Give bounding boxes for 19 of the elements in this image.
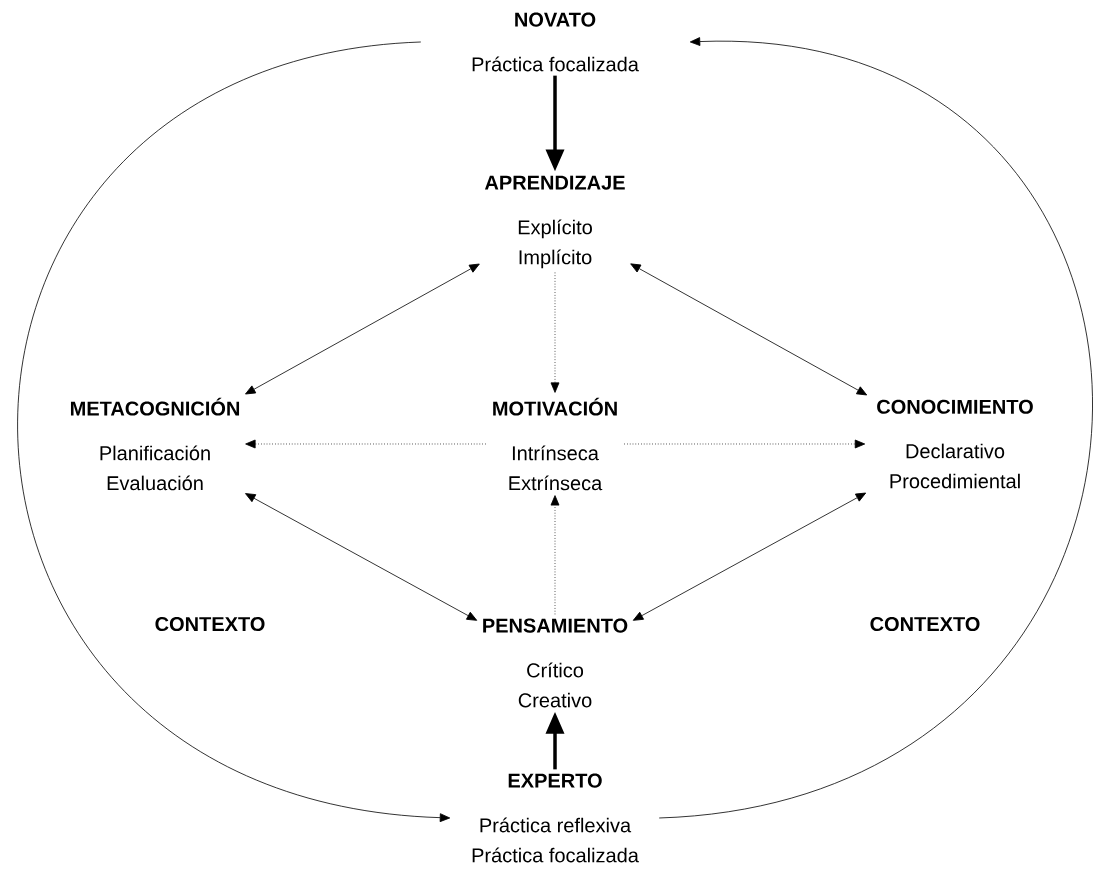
concept-text: EXPERTO Práctica reflexiva Práctica focalizada — [472, 773, 639, 863]
concept-text: APRENDIZAJE Explícito Implícito — [484, 175, 625, 269]
concept-text: MOTIVACIÓN Intrínseca Extrínseca — [493, 397, 617, 491]
dotted-arrow — [550, 272, 560, 393]
concept-text: CONOCIMIENTO Declarativo Procedimiental — [877, 399, 1033, 489]
arrow — [17, 41, 451, 823]
arrow — [245, 493, 478, 621]
arrow — [658, 37, 1093, 819]
concept-text: NOVATO Práctica focalizada — [472, 12, 639, 72]
context-label: CONTEXTO — [155, 616, 265, 632]
concept-text: PENSAMIENTO Crítico Creativo — [483, 618, 628, 708]
arrow — [632, 492, 867, 621]
arrow — [245, 263, 480, 395]
arrow — [630, 263, 868, 396]
context-label: CONTEXTO — [870, 616, 980, 632]
dotted-arrow — [245, 439, 487, 449]
dotted-arrow — [550, 495, 560, 615]
dotted-arrow — [623, 439, 866, 449]
concept-text: METACOGNICIÓN Planificación Evaluación — [70, 397, 240, 491]
